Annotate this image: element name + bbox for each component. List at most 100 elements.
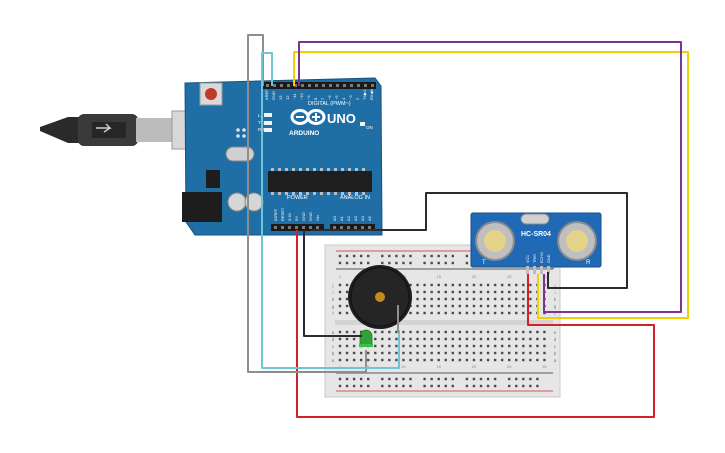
sensor-pin[interactable] xyxy=(540,266,543,274)
red-wire-5v[interactable] xyxy=(296,230,655,418)
breadboard-row-label: c xyxy=(554,344,557,349)
arduino-brand-label: ARDUINO xyxy=(289,130,319,137)
power-pin-label: IOREF xyxy=(273,208,278,221)
analog-header-label: ANALOG IN xyxy=(340,195,370,201)
digital-pin[interactable] xyxy=(357,84,360,87)
power-pin-label: GND xyxy=(301,212,306,221)
sensor-corner-right: R xyxy=(586,260,591,266)
power-pin[interactable] xyxy=(309,226,312,229)
analog-pin-label: A0 xyxy=(332,215,337,221)
digital-pin[interactable] xyxy=(322,84,325,87)
power-pin-label: 5V xyxy=(294,216,299,221)
breadboard-row-label: i xyxy=(333,290,334,295)
power-pin-label: GND xyxy=(308,212,313,221)
analog-pin[interactable] xyxy=(347,226,350,229)
breadboard-column-label: 20 xyxy=(472,364,477,369)
black-wire-gnd-sensor[interactable] xyxy=(311,192,628,289)
sensor-model-label: HC-SR04 xyxy=(521,231,551,238)
arduino-uno-board[interactable]: ARDUINO UNO DIGITAL (PWM~) POWER ANALOG … xyxy=(182,77,383,236)
breadboard-column-label: 15 xyxy=(436,364,441,369)
analog-pin[interactable] xyxy=(368,226,371,229)
analog-pin-label: A1 xyxy=(339,215,344,221)
sensor-pin-label: GND xyxy=(547,254,551,263)
yellow-wire-trig[interactable] xyxy=(293,51,689,319)
analog-pin[interactable] xyxy=(361,226,364,229)
digital-pin-label: 13 xyxy=(278,95,283,100)
analog-pin-label: A3 xyxy=(353,215,358,221)
digital-pin-label: ~9 xyxy=(306,95,311,100)
breadboard-row-label: j xyxy=(554,283,556,288)
breadboard-column-label: 1 xyxy=(339,364,342,369)
digital-pin[interactable] xyxy=(364,84,367,87)
power-pin-label: RESET xyxy=(280,207,285,221)
analog-pin-label: A4 xyxy=(360,215,365,221)
digital-pin-label: GND xyxy=(271,91,276,100)
breadboard-column-label: 1 xyxy=(339,274,342,279)
l-led-label: L xyxy=(258,113,261,118)
analog-pin[interactable] xyxy=(333,226,336,229)
power-header-label: POWER xyxy=(287,195,308,201)
breadboard-row-label: a xyxy=(554,358,557,363)
breadboard-row-label: g xyxy=(332,304,335,309)
power-pin[interactable] xyxy=(302,226,305,229)
digital-pin[interactable] xyxy=(294,84,297,87)
usb-cable[interactable] xyxy=(40,110,203,150)
digital-pin-label: ~5 xyxy=(334,95,339,100)
analog-pin-header[interactable] xyxy=(330,224,375,231)
digital-pin[interactable] xyxy=(336,84,339,87)
digital-pin-label: ~10 xyxy=(299,92,304,100)
digital-pin-label: ~11 xyxy=(292,93,297,100)
analog-pin[interactable] xyxy=(354,226,357,229)
sensor-pin-label: ECHO xyxy=(540,252,544,263)
sensor-pin-label: VCC xyxy=(526,255,530,263)
digital-pin-label: ~6 xyxy=(327,95,332,100)
digital-pin[interactable] xyxy=(301,84,304,87)
breadboard-row-label: e xyxy=(554,330,557,335)
digital-pin-label: AREF xyxy=(264,89,269,100)
arduino-model-label: UNO xyxy=(327,111,356,126)
digital-pin[interactable] xyxy=(343,84,346,87)
digital-pin[interactable] xyxy=(308,84,311,87)
digital-pin[interactable] xyxy=(266,84,269,87)
power-pin-label: 3.3V xyxy=(287,212,292,221)
power-pin[interactable] xyxy=(316,226,319,229)
piezo-buzzer[interactable] xyxy=(348,265,412,329)
digital-pin-label: RX◀0 xyxy=(369,88,374,100)
power-pin[interactable] xyxy=(295,226,298,229)
breadboard-row-label: d xyxy=(332,337,335,342)
arduino-logo-icon xyxy=(290,109,326,125)
power-pin[interactable] xyxy=(288,226,291,229)
breadboard-row-label: a xyxy=(332,358,335,363)
digital-pin[interactable] xyxy=(287,84,290,87)
power-pin[interactable] xyxy=(281,226,284,229)
digital-pin[interactable] xyxy=(329,84,332,87)
sensor-pin[interactable] xyxy=(547,266,550,274)
sensor-transducer-right xyxy=(557,221,597,261)
digital-pin[interactable] xyxy=(273,84,276,87)
analog-pin-label: A5 xyxy=(367,215,372,221)
breadboard-column-label: 20 xyxy=(472,274,477,279)
power-pin[interactable] xyxy=(274,226,277,229)
digital-pin-label: 2 xyxy=(355,97,360,100)
digital-pin[interactable] xyxy=(350,84,353,87)
breadboard-row-label: b xyxy=(554,351,557,356)
digital-pin[interactable] xyxy=(280,84,283,87)
breadboard-column-label: 5 xyxy=(367,364,370,369)
digital-pin[interactable] xyxy=(315,84,318,87)
analog-pin-label: A2 xyxy=(346,215,351,221)
digital-pin[interactable] xyxy=(371,84,374,87)
black-wire-gnd-left[interactable] xyxy=(303,230,362,337)
rail-minus-label: − xyxy=(551,266,555,272)
purple-wire-echo[interactable] xyxy=(298,41,682,313)
green-led[interactable] xyxy=(359,329,373,347)
power-jack xyxy=(182,192,222,222)
power-pin-label: Vin xyxy=(315,215,320,221)
breadboard-row-label: g xyxy=(554,304,557,309)
sensor-pin[interactable] xyxy=(526,266,529,274)
analog-pin[interactable] xyxy=(340,226,343,229)
breadboard-row-label: b xyxy=(332,351,335,356)
sensor-pin[interactable] xyxy=(533,266,536,274)
cyan-wire-led[interactable] xyxy=(261,52,400,369)
digital-pin-header[interactable] xyxy=(263,82,376,89)
